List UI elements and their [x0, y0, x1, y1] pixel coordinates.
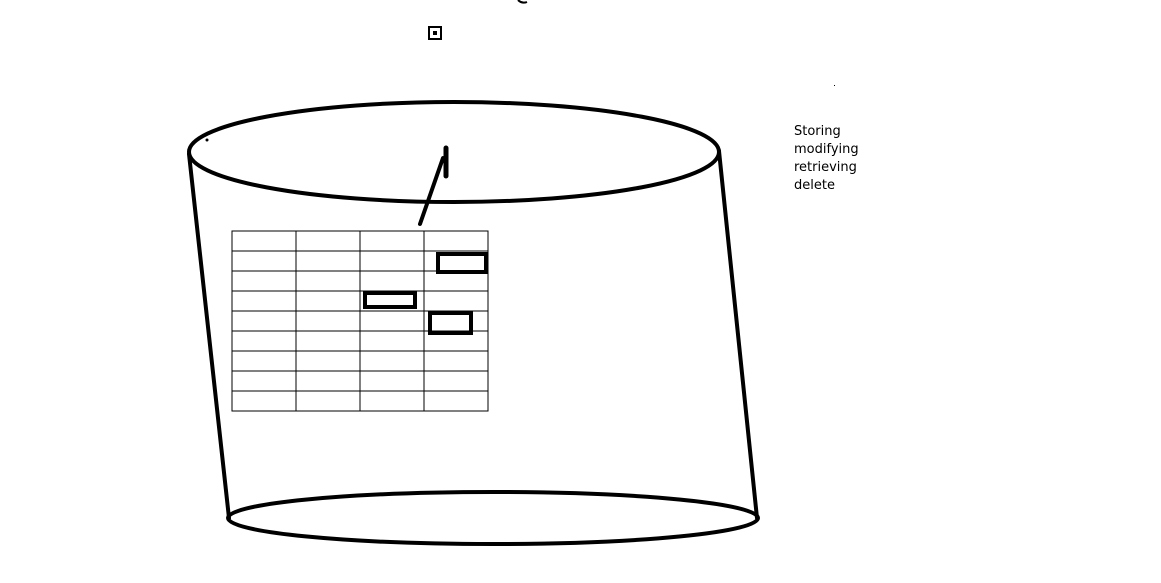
- operation-storing: Storing: [794, 124, 841, 139]
- stray-dot: [205, 138, 209, 142]
- pointer-line: [418, 145, 449, 226]
- database-cylinder: [187, 100, 760, 546]
- cylinder-bottom: [226, 490, 760, 546]
- stray-dot: [834, 85, 835, 86]
- highlighted-cell: [428, 311, 473, 335]
- small-square-icon: [428, 26, 442, 40]
- data-table: [231, 230, 489, 412]
- highlighted-cell: [363, 291, 417, 309]
- stray-mark: [517, 0, 528, 4]
- operations-label: Storing modifying retrieving delete: [794, 124, 863, 193]
- operation-retrieving: retrieving: [794, 160, 857, 175]
- cylinder-top: [187, 100, 721, 204]
- cylinder-right-side: [717, 149, 759, 520]
- operation-delete: delete: [794, 178, 835, 193]
- operation-modifying: modifying: [794, 142, 859, 157]
- highlighted-cell: [436, 252, 488, 274]
- cylinder-left-side: [187, 152, 231, 520]
